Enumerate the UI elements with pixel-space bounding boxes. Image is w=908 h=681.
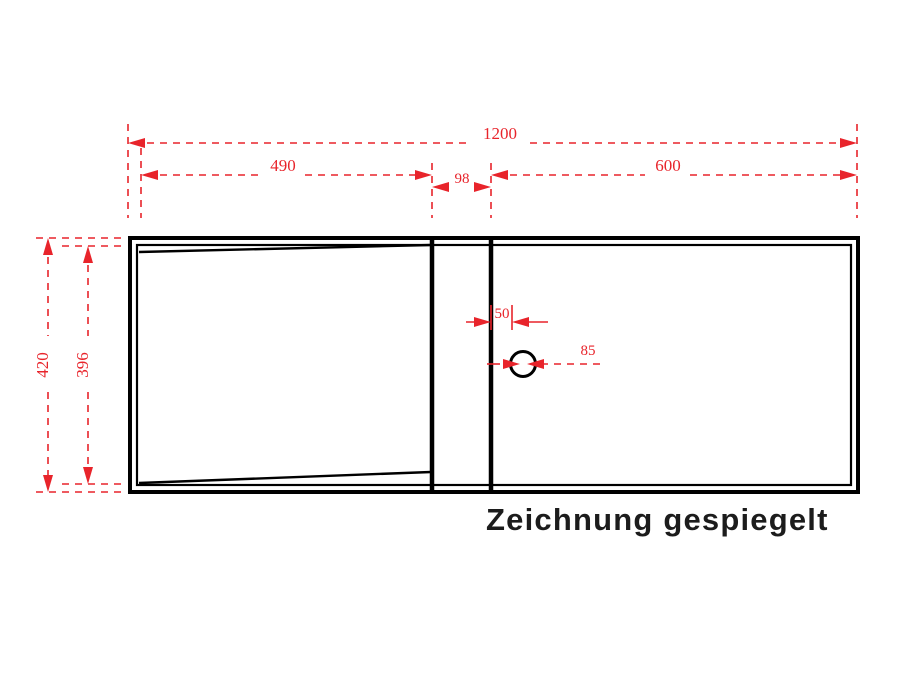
dimension-detail-offset: 50 xyxy=(466,305,548,330)
dimension-label-detail-offset: 50 xyxy=(495,306,510,322)
arrowhead-600-left xyxy=(491,170,508,180)
dimension-segment-middle: 98 xyxy=(432,171,491,192)
arrowhead-396-top xyxy=(83,246,93,263)
dimension-segment-right: 600 xyxy=(491,156,857,180)
arrowhead-490-right xyxy=(415,170,432,180)
dimension-label-inner-height: 396 xyxy=(73,352,92,378)
dimension-inner-height: 396 xyxy=(73,246,93,484)
arrowhead-50-left xyxy=(474,317,491,327)
dimension-label-segment-middle: 98 xyxy=(455,171,470,187)
left-panel-taper-bottom xyxy=(138,470,432,485)
dimension-label-overall-width: 1200 xyxy=(483,124,517,143)
arrowhead-85-left xyxy=(503,359,520,369)
arrowhead-98-left xyxy=(432,182,449,192)
arrowhead-98-right xyxy=(474,182,491,192)
dimension-hole-offset: 85 xyxy=(487,343,600,369)
outer-rectangle xyxy=(128,236,860,494)
arrowhead-600-right xyxy=(840,170,857,180)
arrowhead-1200-left xyxy=(128,138,145,148)
dimension-segment-left: 490 xyxy=(141,156,432,180)
top-dimension-group: 1200 490 600 xyxy=(127,124,858,218)
arrowhead-1200-right xyxy=(840,138,857,148)
dimension-label-overall-height: 420 xyxy=(33,352,52,378)
inner-offset-rectangle xyxy=(135,243,853,487)
dimension-overall-height: 420 xyxy=(33,238,53,492)
arrowhead-50-right xyxy=(512,317,529,327)
left-dimension-group: 420 396 xyxy=(33,237,122,493)
left-panel-taper-top xyxy=(138,243,432,254)
dimension-label-segment-right: 600 xyxy=(655,156,681,175)
detail-dimension-group: 50 85 xyxy=(466,305,600,369)
arrowhead-396-bottom xyxy=(83,467,93,484)
arrowhead-420-top xyxy=(43,238,53,255)
arrowhead-490-left xyxy=(141,170,158,180)
arrowhead-85-right xyxy=(527,359,544,369)
arrowhead-420-bottom xyxy=(43,475,53,492)
dimension-label-segment-left: 490 xyxy=(270,156,296,175)
dimension-overall-width: 1200 xyxy=(128,124,857,148)
drawing-note-text: Zeichnung gespiegelt xyxy=(486,502,829,537)
dimension-label-hole-offset: 85 xyxy=(581,343,596,359)
